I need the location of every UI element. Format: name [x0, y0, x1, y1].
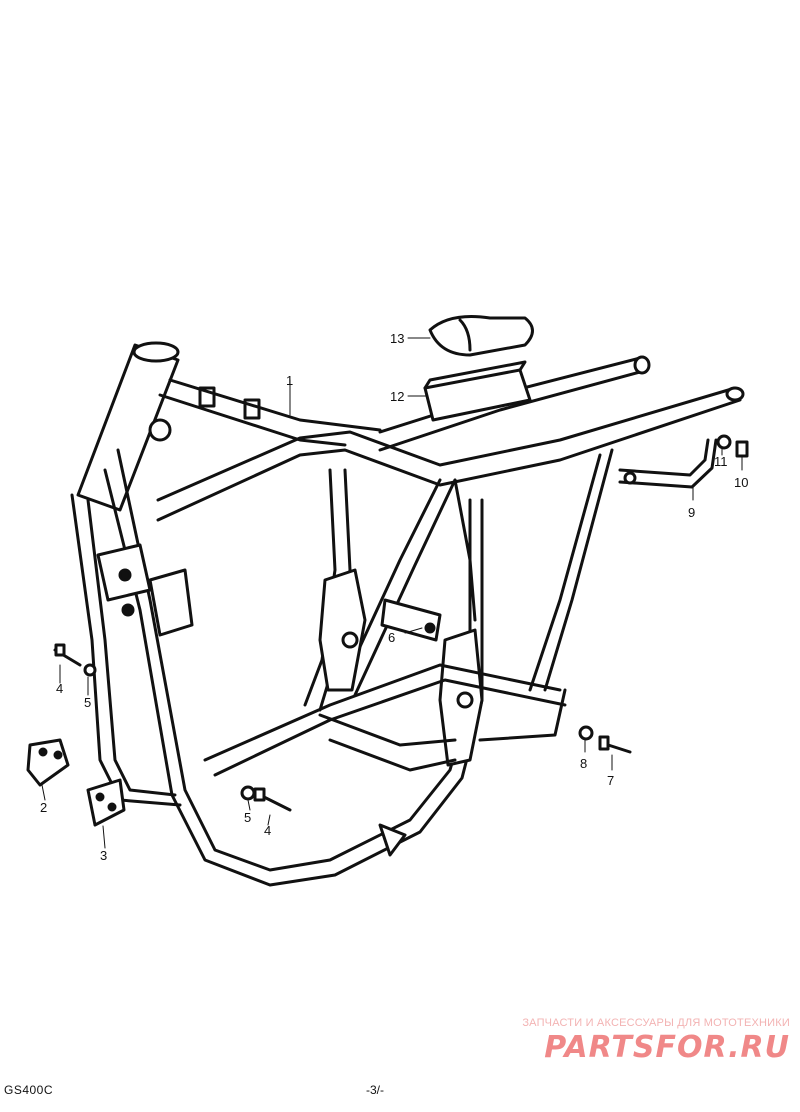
callout-2: 2	[40, 800, 47, 815]
callout-10: 10	[734, 475, 748, 490]
callout-4-left: 4	[56, 681, 63, 696]
tool-tray-part12	[423, 360, 532, 422]
main-backbone-tube	[156, 386, 745, 522]
callout-5-lower: 5	[244, 810, 251, 825]
callout-1: 1	[286, 373, 293, 388]
callout-4-lower: 4	[264, 823, 271, 838]
watermark-brand: PARTSFOR.RU	[544, 1030, 790, 1065]
upper-top-tube	[158, 378, 382, 447]
bracket-part2	[26, 738, 70, 787]
cover-part13	[428, 315, 534, 357]
callout-7: 7	[607, 773, 614, 788]
model-code: GS400C	[4, 1083, 54, 1097]
callout-3: 3	[100, 848, 107, 863]
callout-9: 9	[688, 505, 695, 520]
bolt-part4-left	[53, 643, 82, 667]
nut-part8	[578, 725, 594, 741]
rear-brace-part9	[618, 438, 718, 489]
page-number: -3/-	[366, 1083, 384, 1097]
bolt-part10	[735, 440, 749, 458]
steering-head-tube	[76, 341, 180, 512]
front-engine-mounts	[96, 543, 194, 637]
callout-13: 13	[390, 331, 404, 346]
nut-part5-left	[83, 663, 97, 677]
callout-5-left: 5	[84, 695, 91, 710]
pivot-plates	[318, 568, 484, 767]
center-cross-brace	[380, 598, 442, 642]
callout-12: 12	[390, 389, 404, 404]
leader-lines	[41, 337, 743, 849]
callout-8: 8	[580, 756, 587, 771]
callout-11: 11	[714, 454, 728, 469]
lower-cradle	[203, 663, 567, 857]
nut-part5-lower	[240, 785, 256, 801]
bolt-part4-lower	[253, 787, 292, 812]
watermark-tagline: ЗАПЧАСТИ И АКСЕССУАРЫ ДЛЯ МОТОТЕХНИКИ	[522, 1017, 790, 1029]
bolt-part7	[598, 735, 632, 754]
callout-6: 6	[388, 630, 395, 645]
washer-part11	[716, 434, 732, 450]
front-down-tubes	[70, 448, 484, 887]
bracket-part3	[86, 778, 126, 827]
